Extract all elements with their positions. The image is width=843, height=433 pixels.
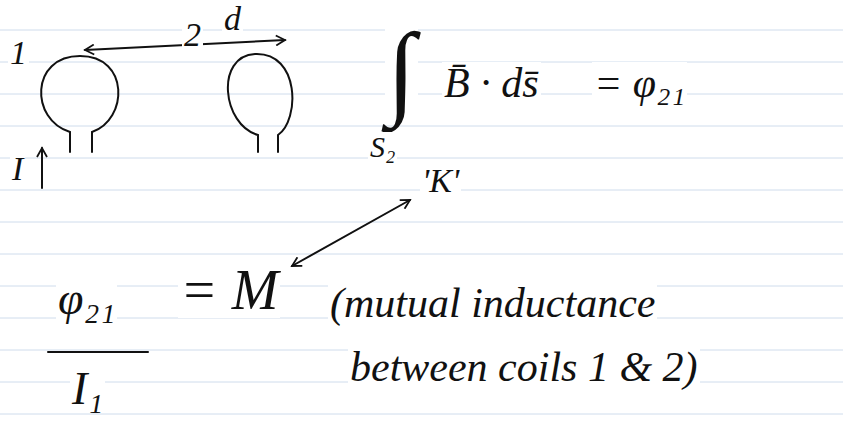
fraction-numerator: φ₂₁: [56, 276, 117, 322]
constant-label: 'K': [420, 164, 461, 198]
flux-result: = φ₂₁: [592, 62, 687, 104]
fraction-denominator: I₁: [70, 366, 105, 412]
integral-sign: ∫: [385, 18, 418, 122]
surface-label: S₂: [368, 132, 397, 162]
fraction-bar: [48, 351, 148, 353]
coil-number: 2: [182, 18, 203, 52]
coil-number: 1: [8, 36, 29, 70]
current-label: I: [10, 152, 25, 186]
pointer-arrow: [292, 200, 410, 266]
integrand: B̄ · ds̄: [442, 62, 541, 104]
current-arrow: [41, 148, 43, 188]
coil-two: [228, 54, 293, 152]
coil-one: [41, 56, 118, 152]
inductance-symbol: = M: [178, 262, 280, 318]
definition-note: (mutual inductance: [328, 282, 657, 324]
ruled-lines: [0, 30, 843, 414]
definition-note: between coils 1 & 2): [348, 346, 700, 388]
distance-label: d: [222, 2, 243, 36]
